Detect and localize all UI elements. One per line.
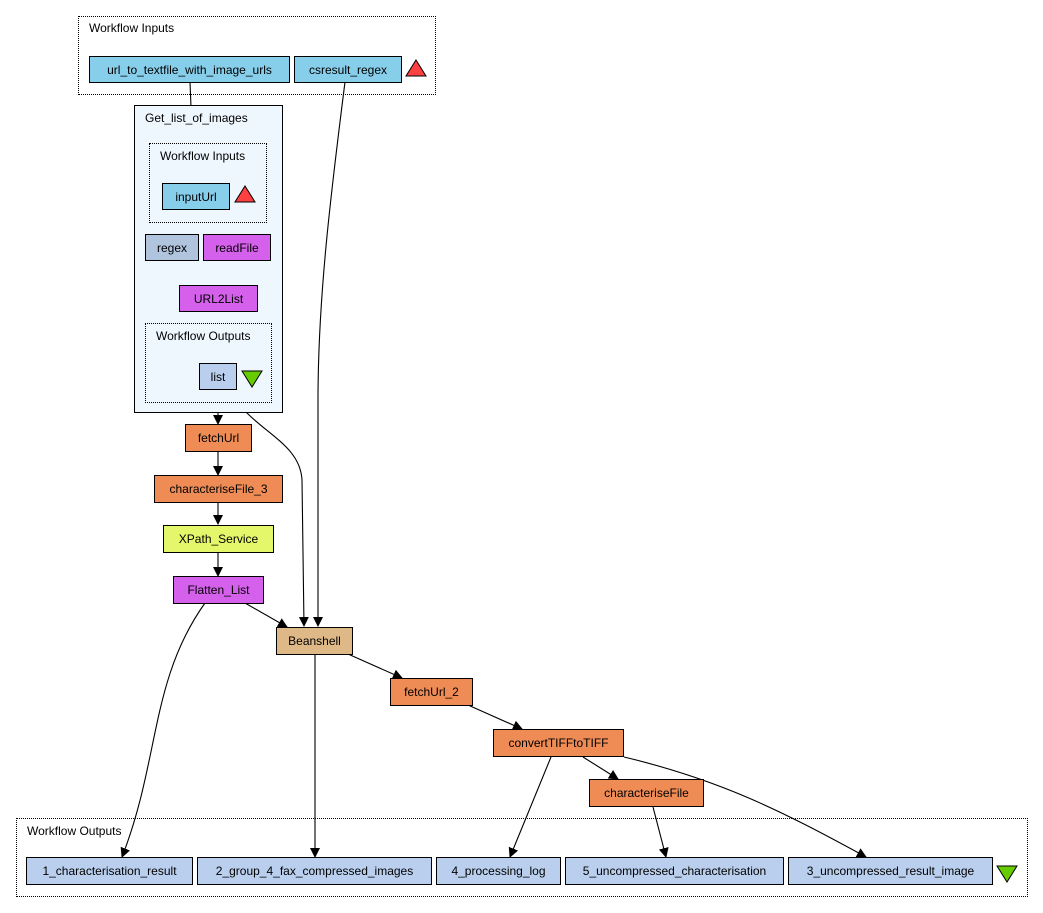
subworkflow-output-marker-icon (241, 370, 263, 388)
output-node-2-group-4-fax-compressed-images[interactable]: 2_group_4_fax_compressed_images (197, 857, 432, 885)
edge-convert-to-out4 (508, 756, 552, 858)
output-node-4-processing-log[interactable]: 4_processing_log (436, 857, 561, 885)
edge-fetchUrl2-to-convert (467, 704, 523, 730)
input-node-inputUrl[interactable]: inputUrl (162, 183, 230, 210)
processor-node-xpath-service[interactable]: XPath_Service (163, 525, 274, 553)
edge-csresult-to-beanshell (313, 81, 346, 627)
processor-node-convertTIFFtoTIFF[interactable]: convertTIFFtoTIFF (493, 729, 624, 757)
constant-node-regex[interactable]: regex (145, 234, 199, 261)
processor-node-fetchUrl[interactable]: fetchUrl (185, 424, 252, 452)
workflow-inputs-cluster (78, 16, 436, 95)
workflow-outputs-cluster (16, 818, 1028, 897)
processor-node-flatten-list[interactable]: Flatten_List (173, 576, 264, 604)
edge-convert-to-characteriseFile (582, 756, 619, 780)
workflow-outputs-label: Workflow Outputs (27, 824, 122, 838)
edge-beanshell-to-fetchUrl2 (347, 653, 403, 679)
edge-characteriseFile-to-out5 (652, 806, 669, 858)
subworkflow-outputs-label: Workflow Outputs (156, 329, 251, 343)
output-node-list[interactable]: list (199, 363, 237, 390)
output-node-5-uncompressed-characterisation[interactable]: 5_uncompressed_characterisation (565, 857, 784, 885)
processor-node-URL2List[interactable]: URL2List (179, 285, 258, 312)
input-node-url-to-textfile[interactable]: url_to_textfile_with_image_urls (89, 56, 290, 83)
edge-flatten-to-beanshell (244, 602, 288, 628)
processor-node-characteriseFile[interactable]: characteriseFile (589, 779, 704, 807)
subworkflow-inputs-cluster (149, 143, 267, 223)
subworkflow-label: Get_list_of_images (145, 111, 248, 125)
edge-flatten-to-out1 (120, 602, 206, 858)
input-marker-icon (405, 59, 427, 77)
output-node-1-characterisation-result[interactable]: 1_characterisation_result (26, 857, 193, 885)
output-node-3-uncompressed-result-image[interactable]: 3_uncompressed_result_image (788, 857, 993, 885)
output-marker-icon (996, 865, 1018, 883)
subworkflow-outputs-cluster (145, 323, 272, 403)
subworkflow-input-marker-icon (234, 185, 256, 203)
edge-convert-to-out3 (623, 756, 867, 858)
input-node-csresult-regex[interactable]: csresult_regex (294, 56, 402, 83)
processor-node-beanshell[interactable]: Beanshell (276, 627, 353, 655)
processor-node-readFile[interactable]: readFile (203, 234, 271, 261)
subworkflow-inputs-label: Workflow Inputs (160, 149, 246, 163)
processor-node-characteriseFile-3[interactable]: characteriseFile_3 (154, 475, 283, 503)
workflow-inputs-label: Workflow Inputs (89, 21, 175, 35)
processor-node-fetchUrl-2[interactable]: fetchUrl_2 (390, 678, 473, 706)
